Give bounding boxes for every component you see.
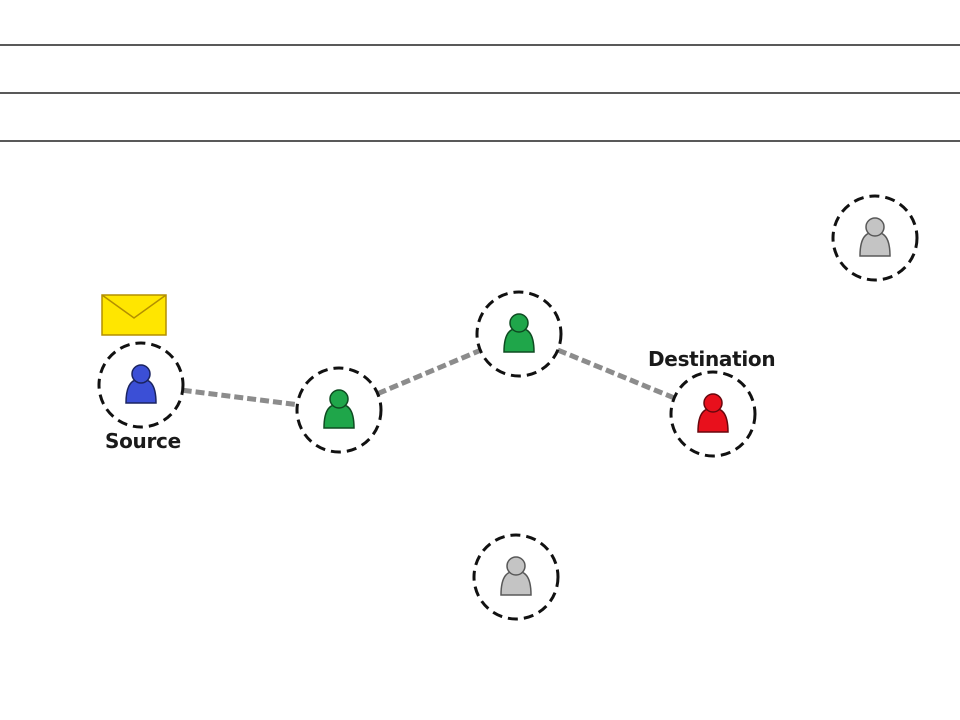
user-icon: [125, 364, 157, 404]
user-icon-head: [506, 556, 526, 576]
node-idle-2: [472, 533, 560, 621]
route-links: [182, 347, 676, 408]
user-icon: [503, 313, 535, 353]
range-ring: [295, 366, 383, 454]
user-icon-head: [865, 217, 885, 237]
envelope-icon: [101, 294, 167, 336]
user-icon-head: [131, 364, 151, 384]
route-link-2: [376, 348, 482, 396]
nodes: [97, 194, 919, 621]
range-ring: [97, 341, 185, 429]
range-ring: [472, 533, 560, 621]
user-icon-head: [703, 393, 723, 413]
range-ring: [669, 370, 757, 458]
route-link-3: [556, 347, 676, 401]
route-link-1: [182, 387, 298, 408]
node-idle-1: [831, 194, 919, 282]
node-relay-2: [475, 290, 563, 378]
header-dividers: [0, 44, 960, 142]
user-icon-head: [329, 389, 349, 409]
user-icon: [500, 556, 532, 596]
destination-label: Destination: [648, 347, 776, 371]
user-icon: [323, 389, 355, 429]
envelope-body: [101, 294, 167, 336]
user-icon: [859, 217, 891, 257]
node-source: [97, 341, 185, 429]
node-destination: [669, 370, 757, 458]
range-ring: [831, 194, 919, 282]
envelope-flap: [101, 294, 167, 319]
user-icon: [697, 393, 729, 433]
user-icon-head: [509, 313, 529, 333]
node-relay-1: [295, 366, 383, 454]
source-label: Source: [105, 429, 181, 453]
range-ring: [475, 290, 563, 378]
